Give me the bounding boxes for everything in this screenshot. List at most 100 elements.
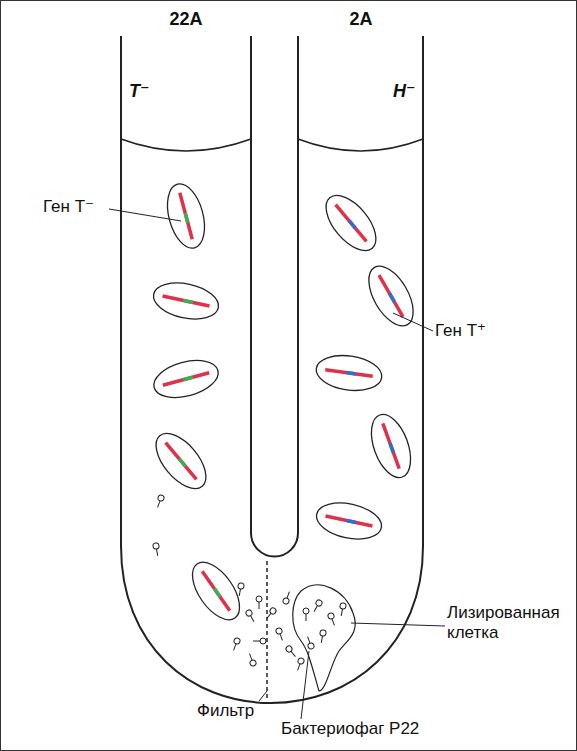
cell-wall	[150, 278, 222, 325]
phage	[155, 494, 165, 508]
phage	[295, 657, 305, 671]
leader-line	[351, 623, 445, 626]
cell-wall	[314, 352, 384, 395]
gene-label: Ген T⁻	[43, 197, 94, 217]
phage-head	[303, 608, 309, 614]
phage-tail	[250, 654, 252, 661]
phage-head	[249, 659, 257, 667]
phage-tail	[239, 589, 240, 596]
gene-segment	[349, 221, 355, 229]
phage	[247, 653, 257, 667]
phage	[285, 645, 298, 659]
arm-label: 2A	[349, 9, 372, 30]
phage-tail	[251, 616, 255, 622]
cell-wall	[364, 409, 419, 483]
phage	[236, 583, 244, 597]
phage-tail	[298, 664, 300, 671]
phage	[256, 596, 262, 609]
phage	[275, 627, 285, 641]
phage-head	[157, 494, 165, 502]
phage-tail	[157, 549, 158, 556]
chromosome	[379, 275, 403, 317]
meniscus	[121, 139, 251, 151]
bacterium	[313, 498, 385, 545]
filter-label: Фильтр	[197, 701, 254, 721]
phage	[264, 607, 277, 621]
phage-tail	[306, 614, 307, 621]
phage-head	[307, 642, 315, 650]
phages	[153, 494, 347, 671]
cell-wall	[147, 425, 215, 497]
phage-head	[153, 543, 160, 550]
bacterium	[364, 409, 419, 483]
leader-line	[109, 209, 181, 221]
phage-tail	[259, 602, 260, 609]
phage	[153, 543, 161, 557]
strain-label: T⁻	[129, 81, 150, 102]
phage-head	[233, 637, 241, 645]
phage-label: Бактериофаг P22	[281, 719, 419, 739]
phage-tail	[267, 613, 271, 618]
chromosome	[180, 193, 192, 239]
leader-line	[259, 691, 267, 701]
cell-wall	[183, 554, 249, 628]
phage-head	[340, 603, 347, 610]
bacteria	[147, 180, 422, 628]
phage	[311, 599, 323, 613]
meniscus	[298, 139, 423, 151]
cell-wall	[161, 180, 211, 253]
phage-head	[327, 612, 335, 620]
tube-outer-wall	[121, 36, 423, 703]
gene-segment	[185, 213, 188, 223]
phage-head	[315, 599, 323, 607]
phage-head	[260, 638, 266, 644]
phage-tail	[308, 637, 310, 644]
tube-inner-wall	[251, 36, 298, 557]
gene-segment	[179, 459, 185, 467]
bacterium	[150, 354, 223, 404]
bacterium	[183, 554, 249, 628]
chromosome	[336, 205, 367, 242]
phage	[305, 636, 315, 650]
bacterium	[161, 180, 211, 253]
cell-wall	[313, 498, 385, 545]
cell-wall	[317, 187, 385, 259]
chromosome	[166, 443, 197, 480]
chromosome	[326, 516, 373, 526]
phage	[327, 612, 337, 626]
phage-head	[297, 657, 305, 665]
lysed-cell-label: Лизированная клетка	[447, 603, 572, 642]
phage-head	[256, 596, 262, 602]
phage-head	[238, 583, 245, 590]
gene-segment	[214, 589, 220, 597]
gene-segment	[346, 520, 356, 522]
bacterium	[147, 425, 215, 497]
phage-tail	[291, 651, 295, 656]
phage-head	[282, 597, 290, 605]
phage-tail	[158, 501, 160, 508]
phage-tail	[280, 634, 282, 641]
chromosome	[383, 423, 399, 468]
phage	[231, 637, 241, 651]
arm-label: 22A	[169, 9, 202, 30]
chromosome	[202, 571, 230, 610]
phage-tail	[253, 641, 260, 642]
phage	[318, 630, 326, 644]
bacterium	[317, 187, 385, 259]
chromosome	[325, 370, 373, 377]
leader-line	[393, 313, 433, 331]
strain-label: H⁻	[393, 81, 416, 102]
phage	[338, 603, 346, 617]
chromosome	[163, 296, 210, 306]
leader-line	[301, 651, 309, 719]
phage-tail	[321, 636, 322, 643]
phage-head	[320, 630, 327, 637]
phage-tail	[314, 606, 318, 612]
lysed-cell	[293, 585, 356, 691]
phage	[253, 638, 266, 644]
phage	[303, 608, 309, 621]
filter	[266, 561, 268, 701]
phage-tail	[234, 644, 236, 651]
bacterium	[314, 352, 384, 395]
